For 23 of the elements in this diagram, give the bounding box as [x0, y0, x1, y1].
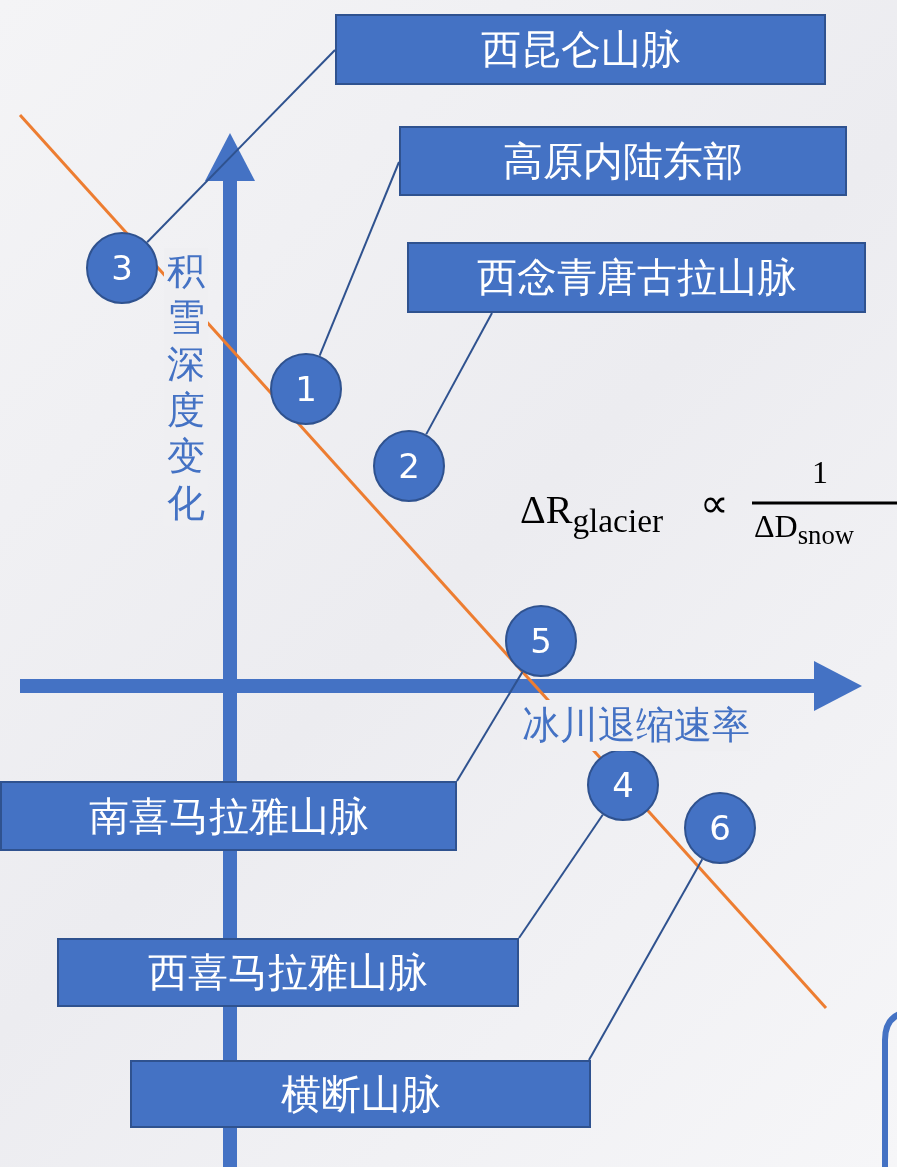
region-label-box: 横断山脉: [130, 1060, 591, 1128]
callout-number: 5: [505, 605, 577, 677]
region-label-box: 高原内陆东部: [399, 126, 847, 196]
formula-symbol: ∝: [700, 480, 729, 527]
axis-title: 冰川退缩速率: [522, 700, 750, 751]
leader-line: [456, 670, 524, 782]
callout-number: 2: [373, 430, 445, 502]
region-label-box: 南喜马拉雅山脉: [0, 781, 457, 851]
region-label-box: 西昆仑山脉: [335, 14, 826, 85]
leader-line: [146, 49, 336, 244]
leader-line: [425, 312, 493, 436]
leader-line: [588, 858, 704, 1061]
region-label-box: 西念青唐古拉山脉: [407, 242, 866, 313]
callout-number: 1: [270, 353, 342, 425]
callout-number: 3: [86, 232, 158, 304]
formula-text: ΔR$_{glacier}$: [520, 486, 664, 540]
leader-line: [518, 813, 604, 939]
region-label-box: 西喜马拉雅山脉: [57, 938, 519, 1007]
formula-text: ΔD$_{snow}$: [754, 508, 854, 552]
callout-number: 6: [684, 792, 756, 864]
formula-text: 1: [812, 454, 828, 491]
leader-line: [318, 161, 400, 357]
callout-number: 4: [587, 749, 659, 821]
